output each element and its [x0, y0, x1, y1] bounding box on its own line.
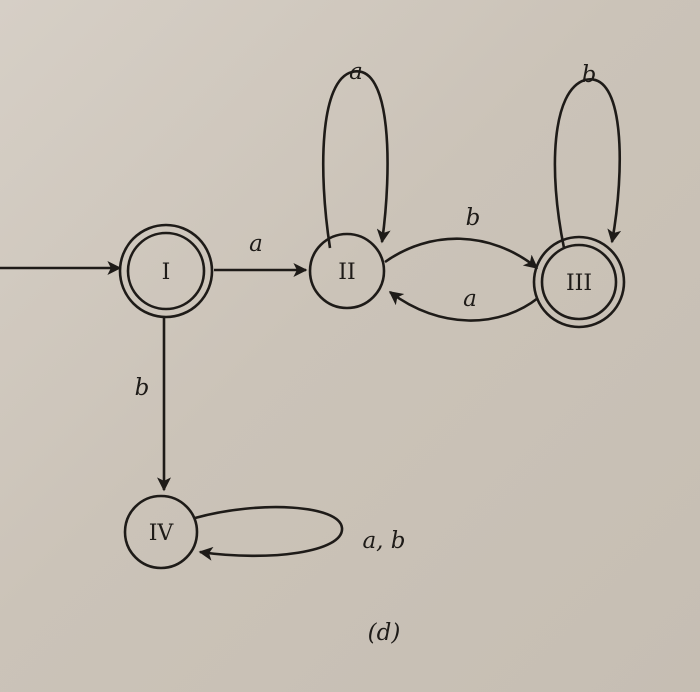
label-I-to-II: a [249, 231, 263, 257]
edge-III-to-II [388, 290, 539, 322]
label-II-to-III: b [466, 205, 481, 231]
label-IV-self-loop: a, b [362, 528, 405, 554]
edge-IV-self-loop [194, 505, 344, 561]
state-II: II [308, 232, 386, 310]
state-IV: IV [123, 494, 199, 570]
label-III-to-II: a [463, 286, 477, 312]
figure-caption: (d) [368, 620, 401, 646]
state-I-label: I [162, 260, 171, 285]
state-IV-label: IV [149, 521, 175, 546]
edge-III-self-loop [553, 78, 622, 249]
state-III: III [532, 235, 626, 329]
state-I: I [118, 223, 214, 319]
label-III-self-loop: b [582, 62, 597, 88]
state-II-label: II [338, 260, 355, 285]
label-II-self-loop: a [349, 59, 363, 85]
edge-II-self-loop [321, 70, 391, 249]
state-III-label: III [566, 271, 592, 296]
edge-II-to-III [384, 237, 539, 270]
label-I-to-IV: b [135, 375, 150, 401]
